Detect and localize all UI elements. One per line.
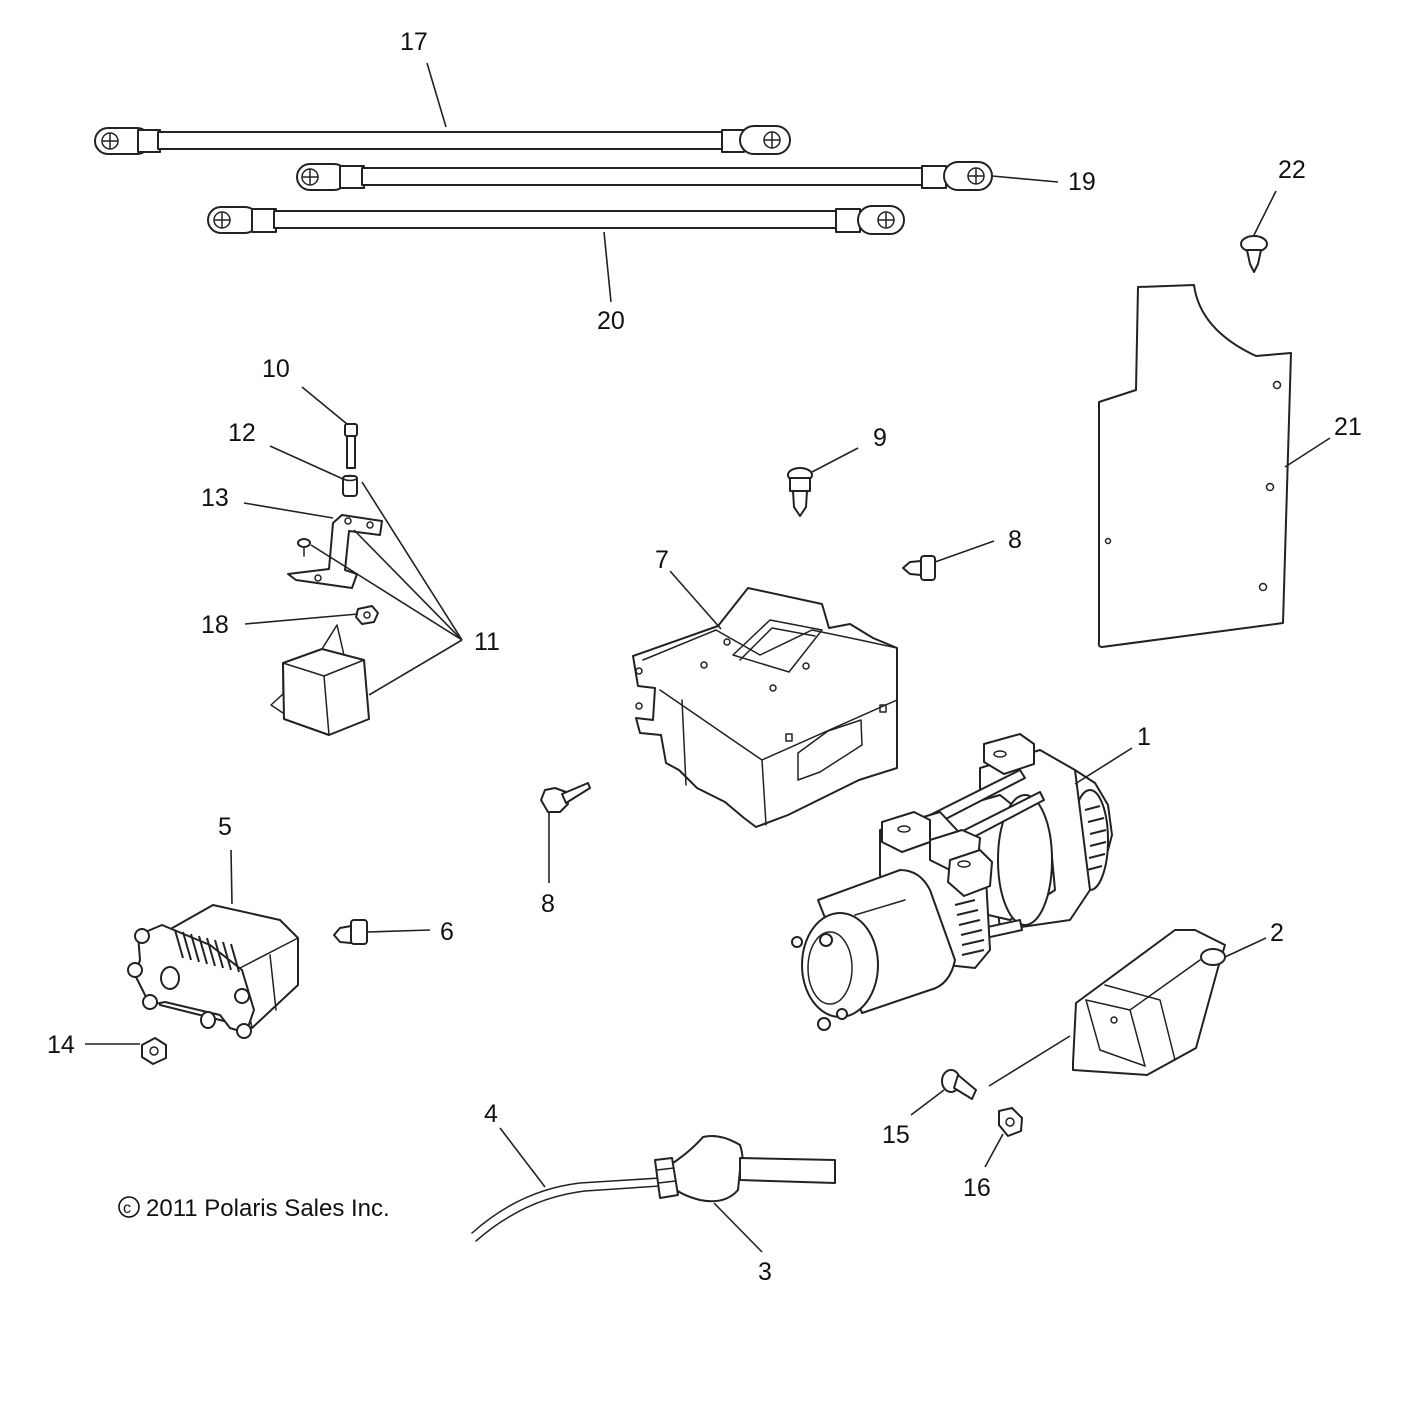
- part-4-winch-rope[interactable]: [471, 1177, 661, 1242]
- part-10-bolt[interactable]: [344, 423, 358, 469]
- callout-18: 18: [201, 611, 229, 639]
- callout-9: 9: [873, 424, 887, 452]
- part-18-nut[interactable]: [355, 605, 379, 625]
- part-8-bolt-lower[interactable]: [540, 782, 591, 813]
- callout-22: 22: [1278, 156, 1306, 184]
- part-11-relay-box[interactable]: [270, 624, 370, 736]
- callout-12: 12: [228, 419, 256, 447]
- part-7-mount-bracket[interactable]: [632, 587, 898, 828]
- callout-4: 4: [484, 1100, 498, 1128]
- part-2-fairlead[interactable]: [1072, 929, 1226, 1076]
- part-3-hook[interactable]: [654, 1135, 836, 1203]
- callout-17: 17: [400, 28, 428, 56]
- callout-8b: 8: [541, 890, 555, 918]
- part-1-winch[interactable]: [791, 733, 1113, 1031]
- callout-8a: 8: [1008, 526, 1022, 554]
- callout-19: 19: [1068, 168, 1096, 196]
- part-20-cable[interactable]: [207, 205, 905, 235]
- part-11-screw[interactable]: [297, 538, 311, 557]
- part-13-bracket[interactable]: [287, 514, 383, 589]
- part-21-panel[interactable]: [1097, 284, 1292, 648]
- callout-5: 5: [218, 813, 232, 841]
- part-19-cable[interactable]: [296, 161, 993, 191]
- leader-lines: [85, 62, 1331, 1253]
- part-17-cable[interactable]: [94, 125, 791, 155]
- part-16-nut[interactable]: [998, 1107, 1023, 1137]
- callout-15: 15: [882, 1121, 910, 1149]
- callout-16: 16: [963, 1174, 991, 1202]
- copyright-notice: c 2011 Polaris Sales Inc.: [118, 1195, 390, 1222]
- callout-1: 1: [1137, 723, 1151, 751]
- callout-7: 7: [655, 546, 669, 574]
- callout-labels: 17 19 20 22 21 10 12 13 18 11 9 8 7 8 1 …: [47, 28, 1362, 1286]
- callout-21: 21: [1334, 413, 1362, 441]
- callout-20: 20: [597, 307, 625, 335]
- part-12-spacer[interactable]: [342, 474, 358, 497]
- part-5-solenoid[interactable]: [127, 904, 299, 1039]
- callout-14: 14: [47, 1031, 75, 1059]
- part-14-nut[interactable]: [141, 1037, 167, 1065]
- part-6-bolt[interactable]: [333, 919, 368, 945]
- callout-10: 10: [262, 355, 290, 383]
- part-15-bolt[interactable]: [941, 1069, 977, 1100]
- copyright-circle: [118, 1196, 140, 1218]
- callout-13: 13: [201, 484, 229, 512]
- copyright-text: 2011 Polaris Sales Inc.: [146, 1195, 390, 1222]
- copyright-symbol: c: [123, 1200, 131, 1217]
- part-9-bolt[interactable]: [787, 467, 813, 517]
- part-22-push-rivet[interactable]: [1240, 235, 1268, 273]
- part-8-bolt-upper[interactable]: [902, 555, 936, 581]
- callout-11: 11: [474, 628, 500, 656]
- callout-6: 6: [440, 918, 454, 946]
- callout-3: 3: [758, 1258, 772, 1286]
- callout-2: 2: [1270, 919, 1284, 947]
